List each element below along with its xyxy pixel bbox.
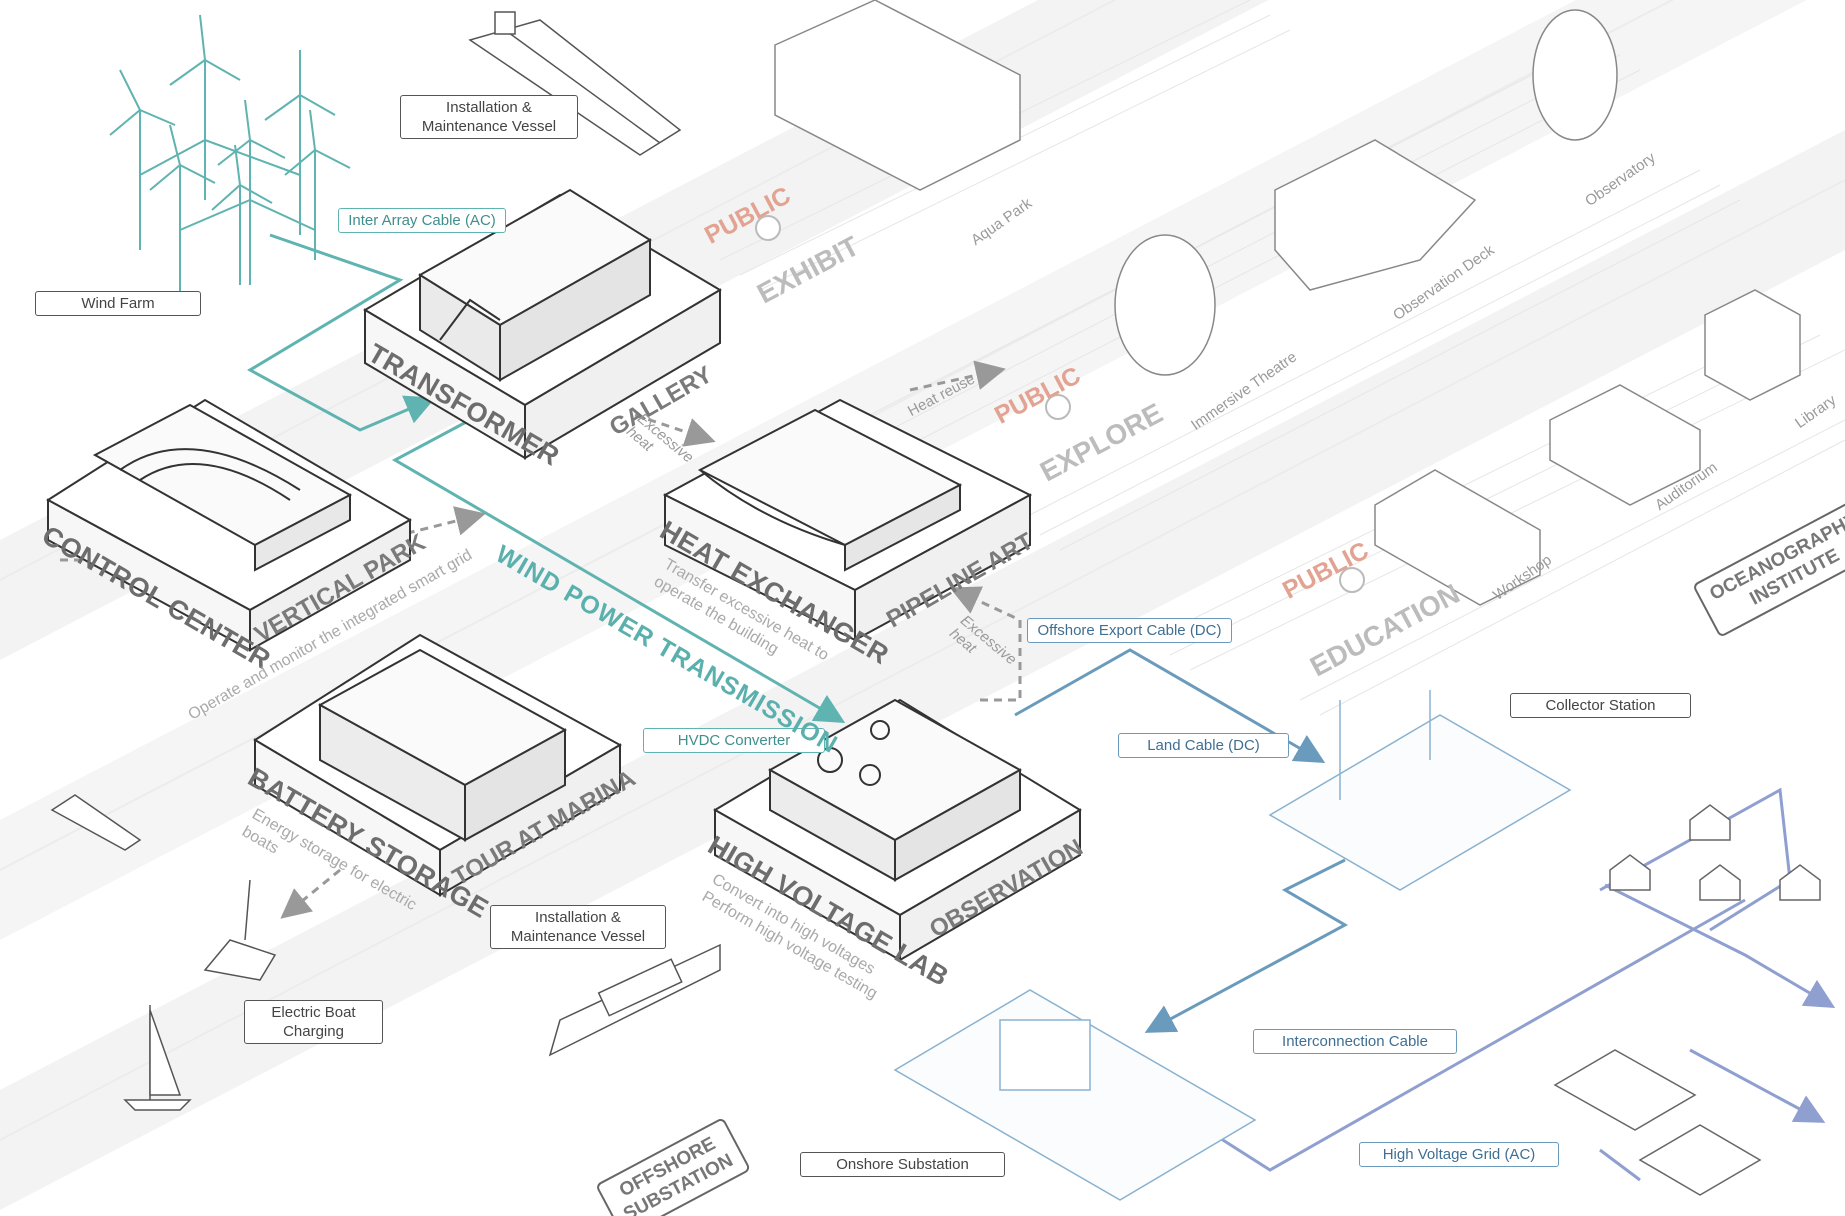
vessel-bottom-label: Installation & Maintenance Vessel [490,905,666,949]
vessel-top-label: Installation & Maintenance Vessel [400,95,578,139]
interconnection-cable-line [1144,858,1349,1033]
battery-storage-block [253,633,623,897]
facility-lines [719,0,1845,716]
excessive-heat-flow-2 [949,586,1022,702]
wind-farm-label: Wind Farm [35,291,201,316]
interconnection-cable-label: Interconnection Cable [1253,1029,1457,1054]
public-node-2 [1045,394,1071,420]
facilities-graphics [774,0,1801,606]
onshore-substation-icon [893,989,1257,1201]
inter-array-cable-label: Inter Array Cable (AC) [338,208,506,233]
onshore-substation-label: Onshore Substation [800,1152,1005,1177]
battery-to-boat-flow [280,868,341,919]
hvdc-converter-label: HVDC Converter [643,728,825,753]
charging-station-icon [203,879,277,981]
inter-array-cable [246,233,436,432]
high-voltage-lab-block [713,698,1082,962]
vessel-bottom-icon [548,943,721,1057]
collector-station-icon [1268,690,1572,891]
control-center-block [46,398,413,652]
vessel-top-icon [468,11,682,156]
high-voltage-grid-label: High Voltage Grid (AC) [1359,1142,1559,1167]
factory-icon [1553,1049,1762,1196]
public-node-1 [755,215,781,241]
sailboat-icon [123,1005,192,1111]
wind-power-transmission-line [391,418,846,724]
electric-boat-charging-label: Electric Boat Charging [244,1000,383,1044]
offshore-export-cable-label: Offshore Export Cable (DC) [1027,618,1232,643]
heat-exchanger-block [662,398,1033,642]
collector-station-label: Collector Station [1510,693,1691,718]
high-voltage-grid-lines [1214,787,1836,1182]
land-cable-label: Land Cable (DC) [1118,733,1289,758]
speedboat-icon [50,794,142,851]
houses-icon [1609,804,1821,901]
offshore-export-cable [1014,648,1326,764]
public-node-3 [1339,567,1365,593]
heat-reuse-flow [909,360,1006,392]
wind-farm-icon [109,14,351,310]
transformer-block [363,188,722,460]
